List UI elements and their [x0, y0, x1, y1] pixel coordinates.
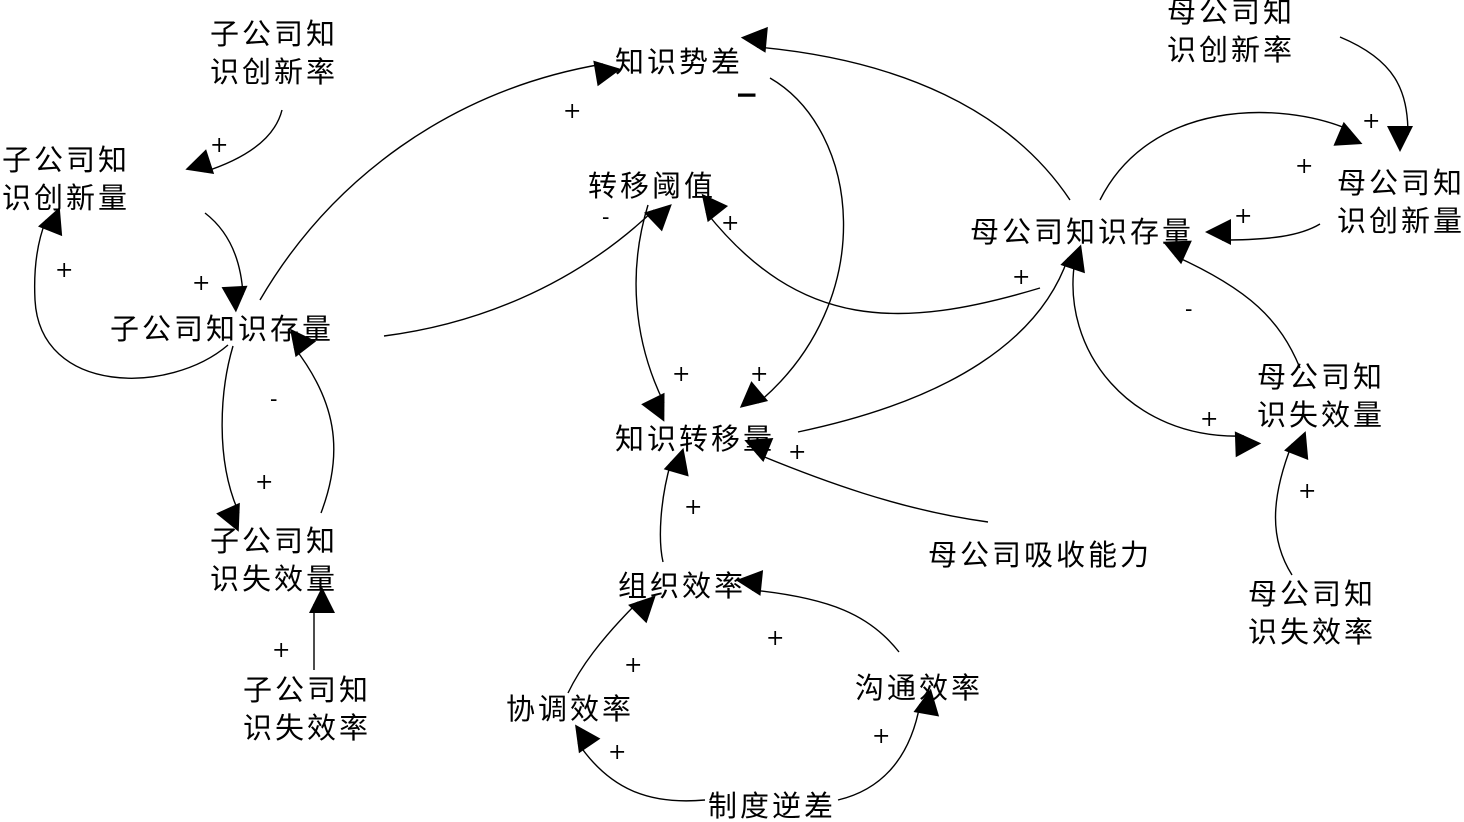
- edge-comm-eff-to-org-eff: [735, 570, 900, 653]
- edge-org-eff-to-transfer: [659, 447, 689, 563]
- node-organization-efficiency: 组织效率: [618, 569, 746, 603]
- sign-plus: +: [1295, 154, 1313, 179]
- node-sub-knowledge-stock: 子公司知识存量: [110, 312, 334, 346]
- node-sub-loss-amount: 子公司知识失效量: [210, 524, 338, 596]
- sign-plus: +: [788, 440, 806, 465]
- node-sub-innovation-rate: 子公司知识创新率: [210, 17, 338, 89]
- edge-par-stock-to-par-innov: [1099, 111, 1363, 201]
- edge-threshold-to-transfer: [635, 204, 665, 422]
- edge-transfer-to-par-stock: [797, 244, 1085, 433]
- node-institutional-gap: 制度逆差: [708, 789, 836, 822]
- node-transfer-threshold: 转移阈值: [588, 169, 716, 203]
- sign-minus: −: [735, 78, 758, 111]
- edge-coord-eff-to-org-eff: [567, 595, 656, 694]
- sign-minus: -: [270, 387, 277, 412]
- node-parent-loss-rate: 母公司知识失效率: [1248, 577, 1376, 649]
- sign-plus: +: [55, 258, 73, 283]
- sign-plus: +: [672, 362, 690, 387]
- node-parent-knowledge-stock: 母公司知识存量: [970, 215, 1194, 249]
- node-parent-loss-amount: 母公司知识失效量: [1257, 360, 1385, 432]
- edge-par-rate-to-par-innov: [1339, 36, 1413, 153]
- edge-sub-loss-to-sub-stock: [289, 328, 335, 514]
- edges: [33, 26, 1413, 802]
- edge-sub-innov-to-sub-stock: [204, 212, 248, 313]
- node-parent-absorptive-capacity: 母公司吸收能力: [928, 538, 1152, 572]
- sign-plus: +: [272, 638, 290, 663]
- sign-plus: +: [624, 653, 642, 678]
- edge-gap-to-transfer: [739, 77, 845, 408]
- node-knowledge-gap: 知识势差: [615, 45, 743, 79]
- edge-sub-stock-to-gap: [259, 60, 622, 301]
- edge-inst-gap-to-coord-eff: [575, 724, 706, 802]
- sign-plus: +: [1362, 109, 1380, 134]
- edge-sub-stock-to-threshold: [383, 204, 672, 337]
- sign-plus: +: [1234, 204, 1252, 229]
- sign-plus: +: [608, 740, 626, 765]
- node-parent-innovation-rate: 母公司知识创新率: [1167, 0, 1295, 67]
- node-sub-innovation-amount: 子公司知识创新量: [2, 143, 130, 215]
- node-knowledge-transfer: 知识转移量: [615, 422, 775, 456]
- sign-plus: +: [192, 271, 210, 296]
- edge-par-stock-to-threshold: [701, 193, 1041, 315]
- edge-absorb-to-transfer: [744, 438, 989, 523]
- edge-par-stock-to-gap: [740, 26, 1071, 201]
- node-parent-innovation-amount: 母公司知识创新量: [1337, 166, 1464, 238]
- sign-minus: -: [602, 205, 609, 230]
- edge-sub-stock-to-sub-innov: [33, 207, 229, 379]
- node-coordination-efficiency: 协调效率: [506, 692, 634, 726]
- edge-sub-stock-to-sub-loss: [216, 345, 240, 532]
- node-sub-loss-rate: 子公司知识失效率: [243, 673, 371, 745]
- sign-plus: +: [766, 626, 784, 651]
- edge-par-loss-rate-to-par-loss: [1274, 431, 1309, 576]
- sign-plus: +: [210, 133, 228, 158]
- node-communication-efficiency: 沟通效率: [855, 671, 983, 705]
- sign-plus: +: [750, 362, 768, 387]
- sign-plus: +: [1298, 479, 1316, 504]
- sign-plus: +: [684, 495, 702, 520]
- edge-par-loss-to-par-stock: [1162, 240, 1301, 369]
- edge-inst-gap-to-comm-eff: [837, 688, 940, 801]
- sign-plus: +: [872, 724, 890, 749]
- sign-plus: +: [1200, 407, 1218, 432]
- sign-plus: +: [1012, 265, 1030, 290]
- sign-plus: +: [255, 470, 273, 495]
- edge-par-innov-to-par-stock: [1204, 218, 1321, 245]
- sign-plus: +: [563, 99, 581, 124]
- sign-minus: -: [1185, 297, 1192, 322]
- polarity-signs: + + + + − - + + − + + + + + + + + + - + …: [55, 78, 1380, 765]
- edge-par-stock-to-par-loss: [1072, 259, 1262, 458]
- edge-sub-rate-to-sub-innov: [185, 109, 283, 174]
- sign-plus: +: [721, 211, 739, 236]
